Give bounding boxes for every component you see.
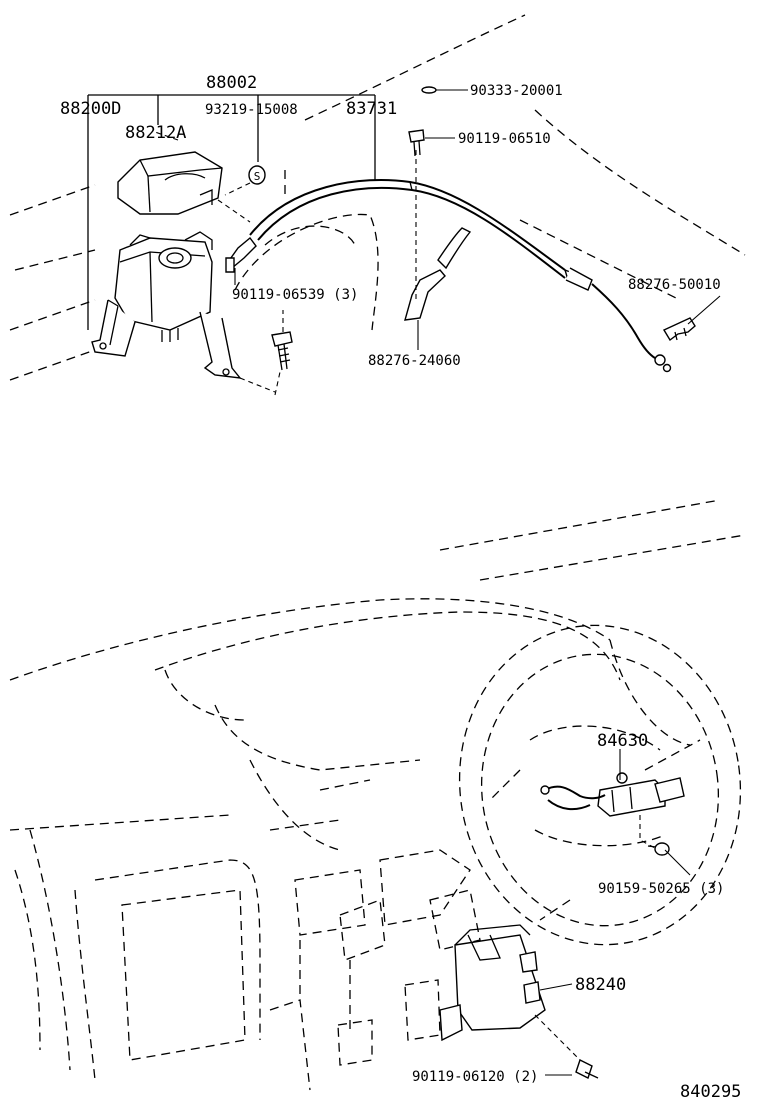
cruise-switch — [540, 772, 685, 817]
bolt-06120 — [575, 1059, 599, 1079]
cruise-computer — [439, 924, 546, 1042]
actuator-unit — [114, 231, 213, 342]
label-84630: 84630 — [597, 731, 648, 751]
label-90119-06539: 90119-06539 (3) — [232, 287, 358, 303]
label-90333-20001: 90333-20001 — [470, 83, 563, 99]
cable-clamp-24060 — [404, 227, 472, 321]
diagram-id: 840295 — [680, 1082, 741, 1102]
bolt-06539 — [271, 331, 293, 371]
switch-guide-line — [639, 815, 656, 849]
bolt-06510 — [408, 129, 425, 157]
bottom-background-lines — [9, 499, 746, 1091]
label-83731: 83731 — [346, 99, 397, 119]
label-93219-15008: 93219-15008 — [205, 102, 298, 118]
label-88276-24060: 88276-24060 — [368, 353, 461, 369]
actuator-bracket — [91, 299, 242, 379]
clip-guide-line — [224, 182, 251, 196]
bottom-leader-lines — [539, 749, 691, 1076]
control-cable — [225, 179, 672, 373]
cable-clamp-50010 — [662, 317, 696, 342]
svg-text:S: S — [254, 170, 261, 183]
steering-wheel — [458, 624, 742, 946]
cover-guide-line — [217, 199, 251, 223]
plug-20001 — [421, 86, 437, 94]
top-background-lines — [9, 14, 746, 381]
actuator-cover — [117, 151, 223, 215]
label-88240: 88240 — [575, 975, 626, 995]
bolt-06539-guide — [274, 310, 284, 396]
bracket-88002 — [87, 94, 376, 330]
label-90159-50265: 90159-50265 (3) — [598, 881, 724, 897]
top-leader-lines — [234, 89, 721, 350]
screw-50265 — [647, 842, 670, 856]
label-90119-06120: 90119-06120 (2) — [412, 1069, 538, 1085]
label-88200D: 88200D — [60, 99, 121, 119]
label-88276-50010: 88276-50010 — [628, 277, 721, 293]
bracket-guide-line — [239, 377, 276, 393]
computer-guide-line — [534, 1014, 581, 1061]
label-88002: 88002 — [206, 73, 257, 93]
cover-guide-line-2 — [154, 131, 179, 141]
label-90119-06510: 90119-06510 — [458, 131, 551, 147]
label-88212A: 88212A — [125, 123, 186, 143]
clip-part: S — [248, 165, 266, 185]
